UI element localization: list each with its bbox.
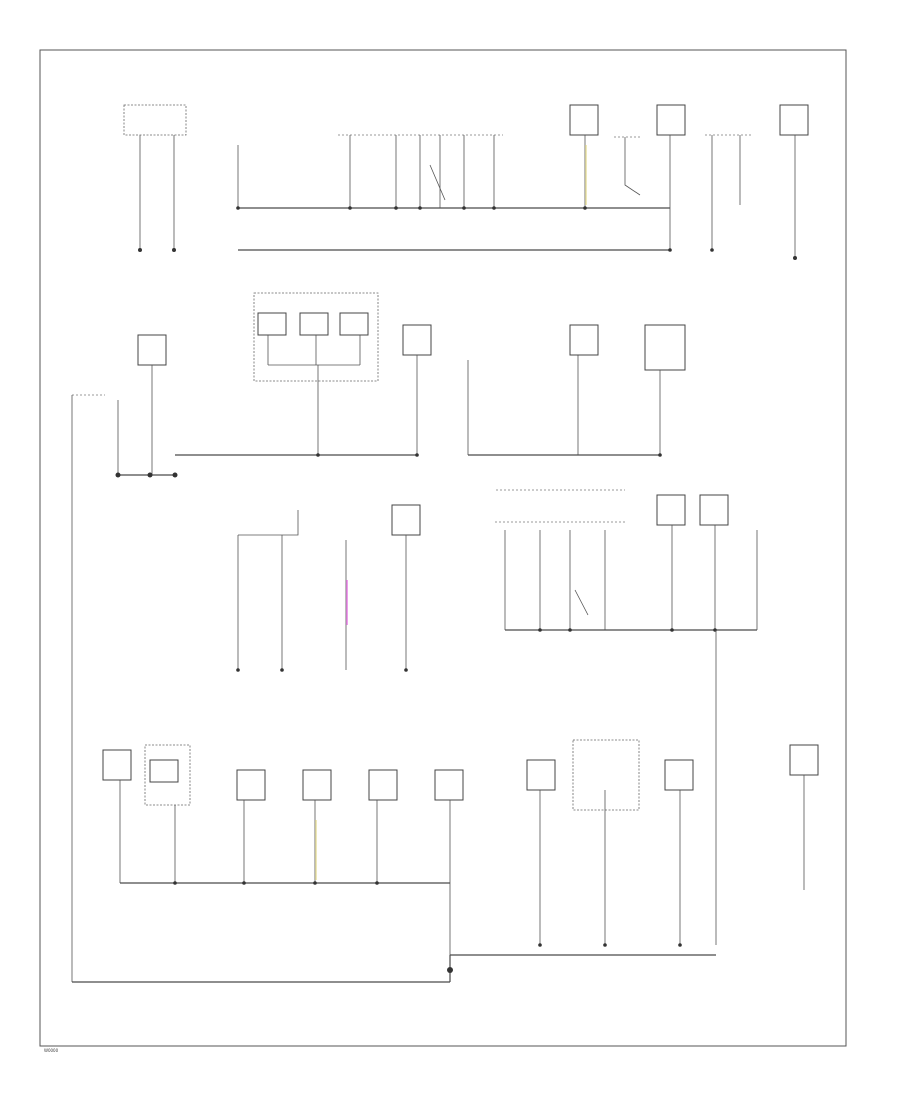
footer-code: W0000 bbox=[44, 1048, 59, 1053]
component bbox=[137, 334, 167, 366]
section-middle-upper bbox=[71, 292, 686, 982]
component bbox=[402, 324, 432, 356]
section-middle-lower bbox=[236, 489, 758, 945]
section-top bbox=[123, 104, 809, 260]
ground-point bbox=[447, 967, 453, 973]
component bbox=[569, 104, 599, 136]
splice-point bbox=[172, 248, 176, 252]
diagram-frame bbox=[39, 49, 847, 1047]
component-box bbox=[123, 104, 187, 136]
splice-point bbox=[138, 248, 142, 252]
component bbox=[656, 104, 686, 136]
section-bottom bbox=[72, 739, 819, 983]
component bbox=[779, 104, 809, 136]
